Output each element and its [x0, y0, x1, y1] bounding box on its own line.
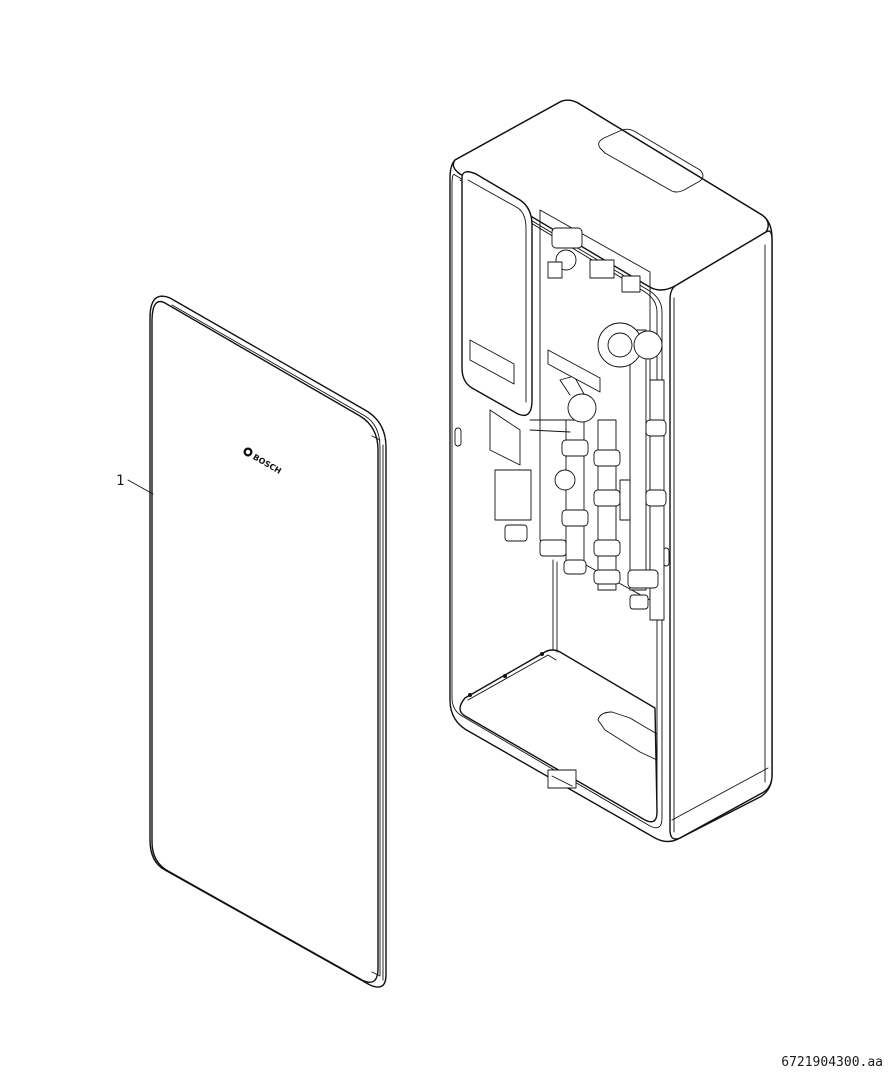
front-cover-panel: BOSCH — [149, 295, 387, 988]
hydraulic-module — [489, 209, 667, 621]
leader-line — [127, 479, 154, 495]
document-number: 6721904300.aa — [781, 1055, 883, 1070]
callout-label: 1 — [116, 473, 124, 489]
callout-1: 1 — [116, 473, 154, 495]
control-unit — [461, 171, 533, 417]
